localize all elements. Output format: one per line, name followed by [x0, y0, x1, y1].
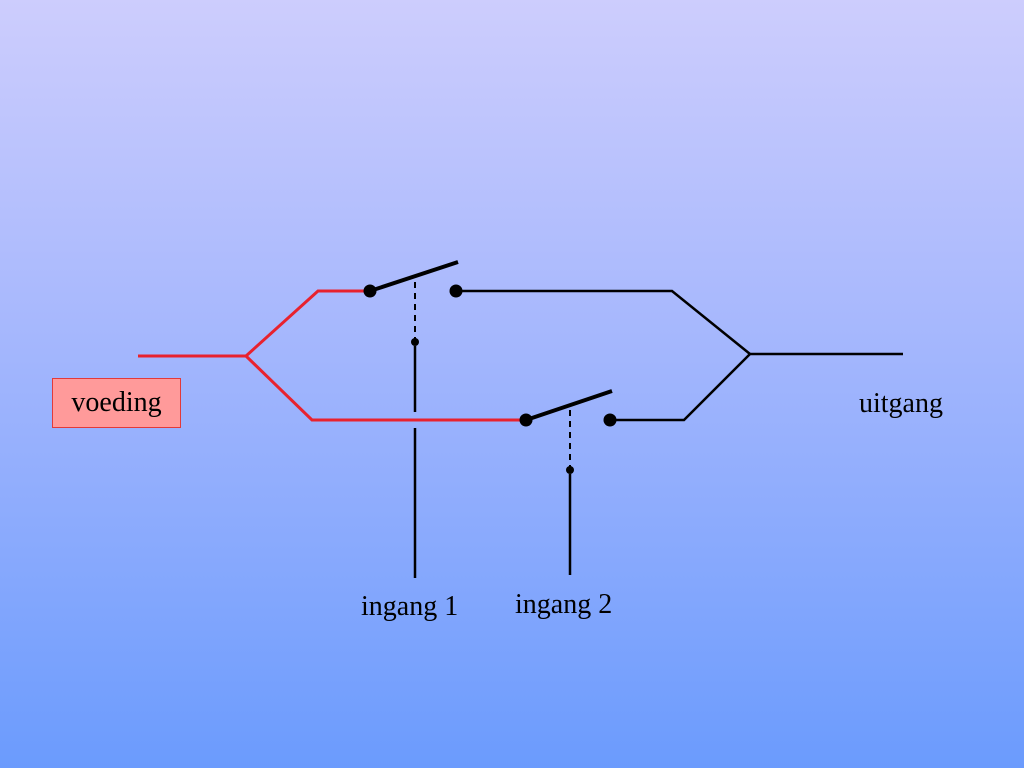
output-label: uitgang [859, 388, 943, 419]
switch-2-pivot-contact [519, 413, 533, 427]
supply-label: voeding [71, 387, 162, 418]
switch-2-actuator-dot [566, 466, 574, 474]
switch-1-actuator-dot [411, 338, 419, 346]
supply-label-box: voeding [52, 378, 181, 428]
lower-branch-wire [244, 354, 526, 422]
output-wiring [456, 289, 903, 422]
switch-2 [519, 389, 617, 575]
switch-1-lever [369, 260, 459, 293]
supply-wiring [138, 289, 526, 422]
upper-output-wire [456, 289, 751, 355]
input-2-label: ingang 2 [515, 589, 613, 620]
input-1-label: ingang 1 [361, 591, 459, 622]
switch-1-pivot-contact [363, 284, 377, 298]
switch-2-lever [525, 389, 613, 422]
switch-1 [363, 260, 463, 578]
upper-branch-wire [244, 289, 370, 358]
lower-output-wire [610, 353, 751, 422]
